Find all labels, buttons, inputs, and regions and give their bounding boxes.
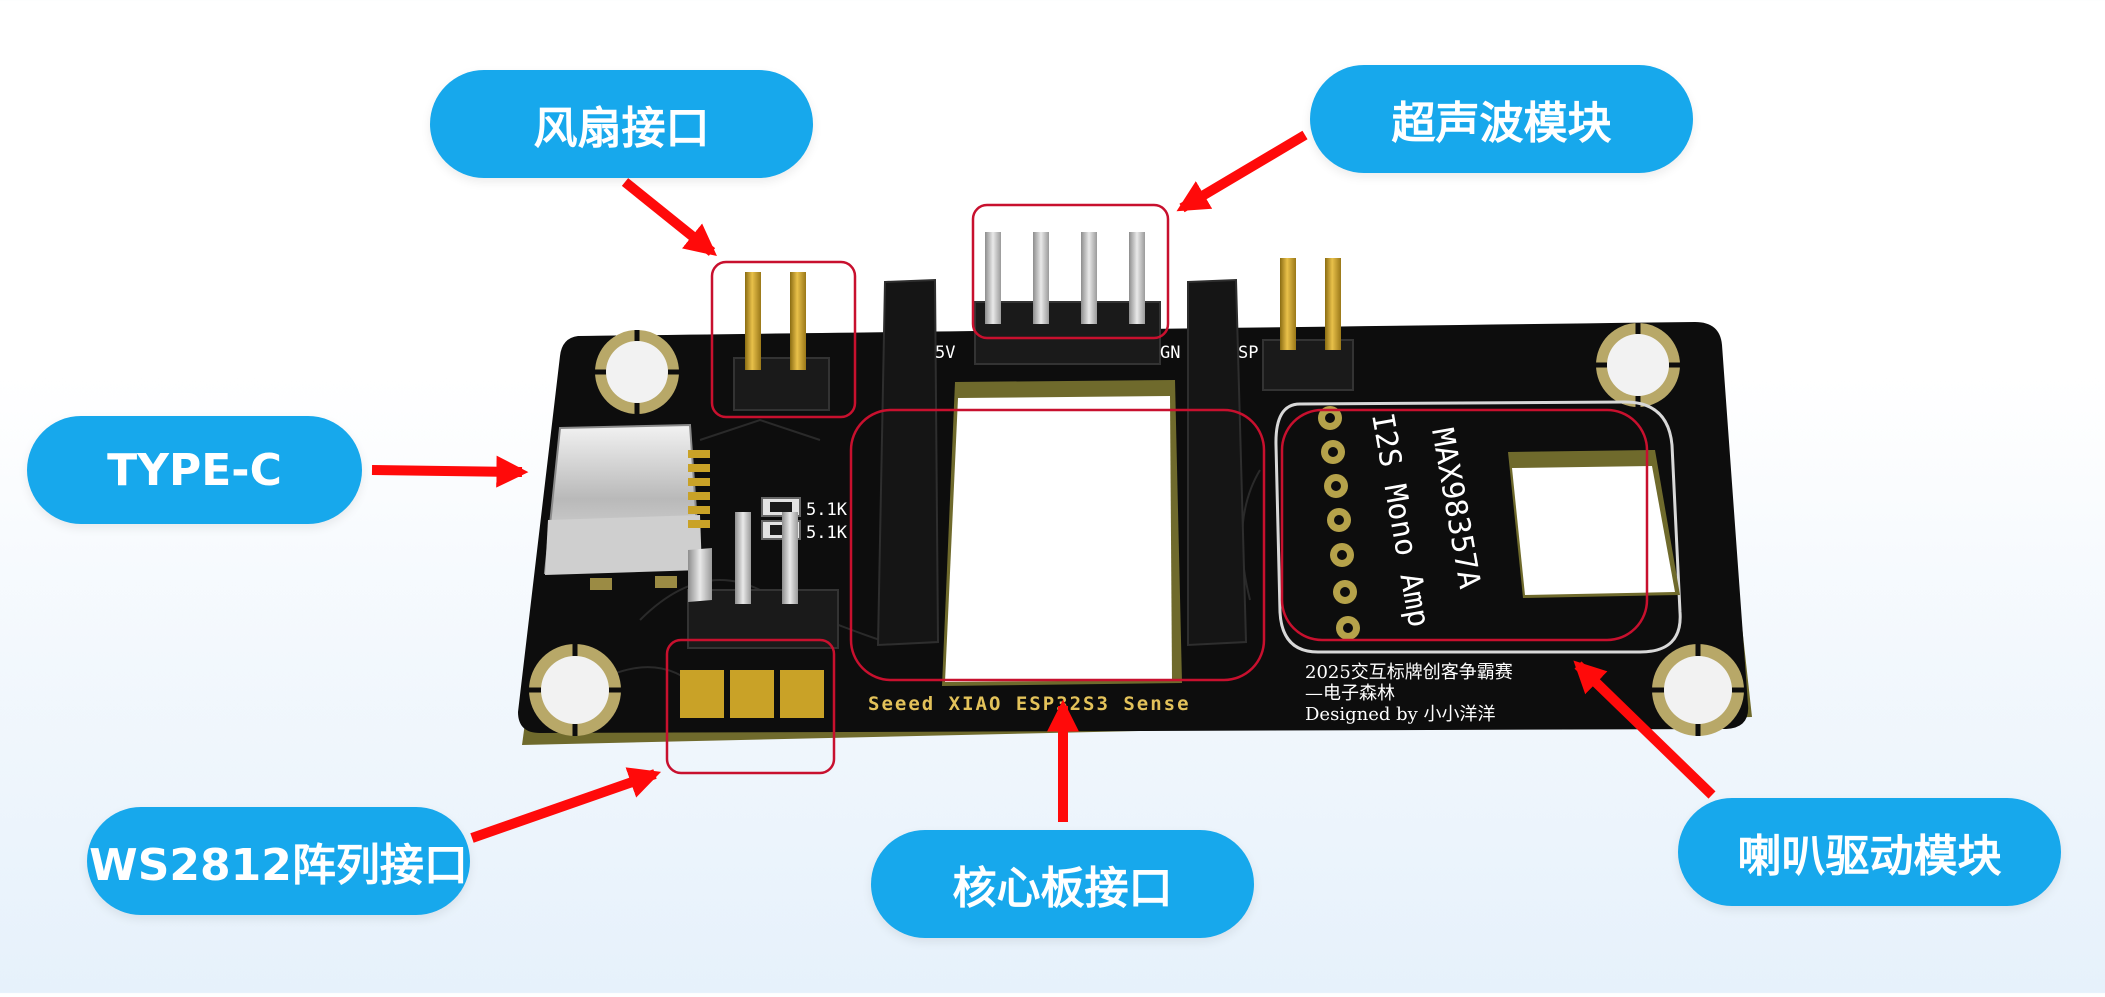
credit-line-3: Designed by 小小洋洋 xyxy=(1305,704,1496,725)
callout-typec: TYPE-C xyxy=(27,416,362,524)
core-board-socket xyxy=(876,278,1248,686)
amp-module xyxy=(1274,400,1682,654)
callout-fan-interface: 风扇接口 xyxy=(430,70,813,178)
arrow-ws2812 xyxy=(470,767,662,843)
arrow-speaker xyxy=(1573,660,1716,799)
resistor-label-2: 5.1K xyxy=(806,523,848,543)
core-highlight xyxy=(849,408,1266,682)
callout-speaker-driver-module: 喇叭驱动模块 xyxy=(1678,798,2061,906)
arrow-fan xyxy=(621,178,717,257)
pin-label-sp: SP xyxy=(1238,343,1258,363)
highlight-boxes xyxy=(665,203,1649,775)
resistor-label-1: 5.1K xyxy=(806,500,848,520)
arrow-typec xyxy=(371,455,529,488)
credit-line-2: —电子森林 xyxy=(1305,683,1395,704)
fan-highlight xyxy=(710,260,857,419)
pin-label-gnd: GN xyxy=(1160,343,1180,363)
arrows xyxy=(371,130,1716,843)
usb-typec-connector xyxy=(543,423,710,590)
credit-line-1: 2025交互标牌创客争霸赛 xyxy=(1305,662,1513,683)
ws2812-highlight xyxy=(665,638,836,775)
speaker-header xyxy=(1262,258,1354,391)
fan-header xyxy=(733,272,830,411)
callout-core-board-interface: 核心板接口 xyxy=(871,830,1254,938)
ultrasonic-highlight xyxy=(971,203,1170,340)
core-board-label: Seeed XIAO ESP32S3 Sense xyxy=(868,693,1191,715)
mounting-holes xyxy=(529,323,1744,736)
pin-label-5v: 5V xyxy=(935,343,955,363)
callout-ultrasonic-module: 超声波模块 xyxy=(1310,65,1693,173)
callout-ws2812-interface: WS2812阵列接口 xyxy=(87,807,470,915)
amp-highlight xyxy=(1280,408,1649,642)
ws2812-header xyxy=(680,512,839,718)
ultrasonic-header xyxy=(974,232,1161,365)
arrow-ultrasonic xyxy=(1176,130,1308,213)
